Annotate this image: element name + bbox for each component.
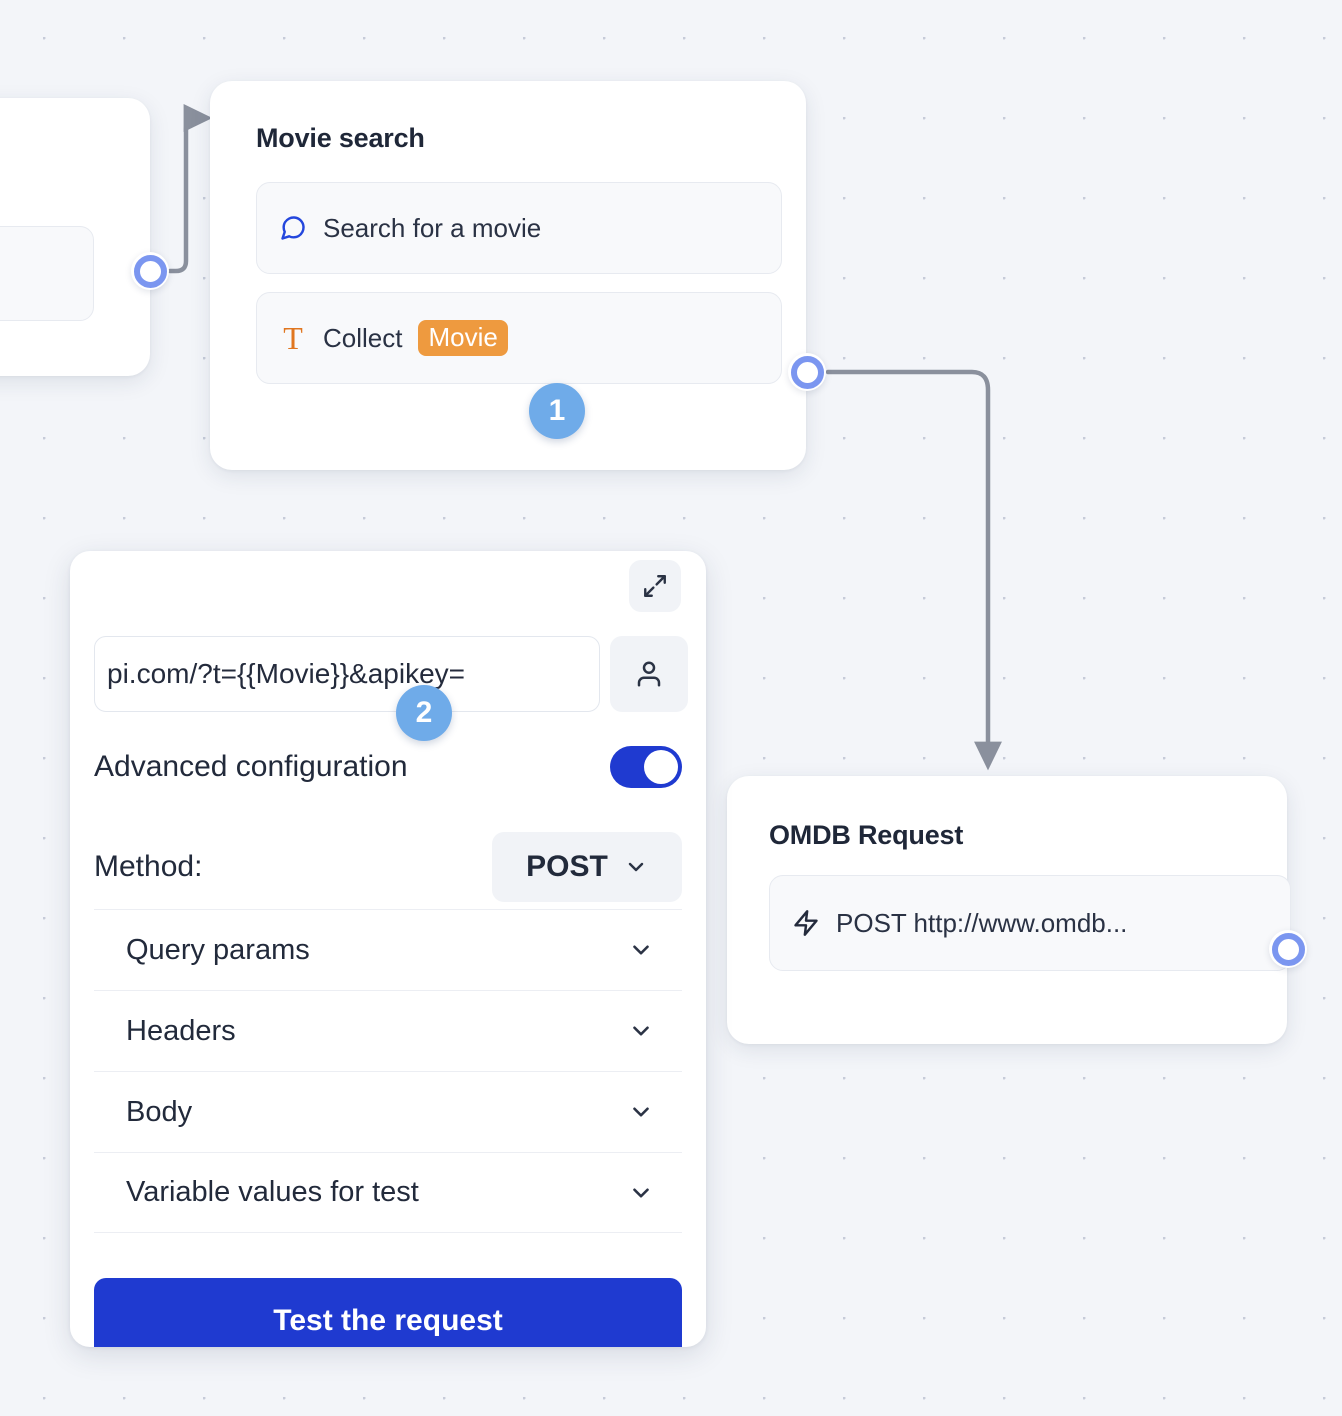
node-row-search-label: Search for a movie bbox=[323, 212, 542, 243]
advanced-configuration-toggle[interactable] bbox=[610, 746, 682, 788]
port-left-node-output[interactable] bbox=[131, 252, 169, 290]
step-badge-2: 2 bbox=[396, 685, 452, 741]
node-omdb-title: OMDB Request bbox=[769, 820, 964, 850]
method-row: Method: POST bbox=[94, 832, 682, 902]
accordion-item-body[interactable]: Body bbox=[94, 1071, 682, 1152]
method-select[interactable]: POST bbox=[492, 832, 682, 902]
node-movie-search-title: Movie search bbox=[256, 123, 425, 153]
node-row-search-for-a-movie[interactable]: Search for a movie bbox=[256, 182, 782, 274]
request-config-panel[interactable]: Advanced configuration Method: POST Quer… bbox=[70, 551, 706, 1347]
accordion-item-headers[interactable]: Headers bbox=[94, 990, 682, 1071]
method-selected-value: POST bbox=[526, 850, 608, 883]
chevron-down-icon[interactable] bbox=[628, 1099, 674, 1125]
port-movie-search-output[interactable] bbox=[788, 353, 826, 391]
message-bubble-icon bbox=[279, 214, 307, 242]
expand-panel-button[interactable] bbox=[629, 560, 681, 612]
advanced-configuration-row: Advanced configuration bbox=[94, 746, 682, 788]
accordion-item-query-params[interactable]: Query params bbox=[94, 909, 682, 990]
select-user-variable-button[interactable] bbox=[610, 636, 688, 712]
text-t-icon: T bbox=[283, 320, 303, 356]
node-row-collect-label: Collect bbox=[323, 322, 403, 353]
accordion-label-body: Body bbox=[126, 1095, 193, 1128]
accordion-label-variable-values-for-test: Variable values for test bbox=[126, 1176, 419, 1208]
test-the-request-button[interactable]: Test the request bbox=[94, 1278, 682, 1347]
accordion-label-query-params: Query params bbox=[126, 933, 310, 966]
node-row-omdb-label: POST http://www.omdb... bbox=[836, 907, 1128, 938]
chevron-down-icon bbox=[624, 855, 648, 879]
chevron-down-icon[interactable] bbox=[628, 937, 674, 963]
chevron-down-icon[interactable] bbox=[628, 1180, 674, 1206]
node-partial-left[interactable] bbox=[0, 98, 150, 376]
edge-movie-search-to-omdb bbox=[825, 369, 1002, 771]
accordion-item-variable-values-for-test[interactable]: Variable values for test bbox=[94, 1152, 682, 1233]
port-omdb-output[interactable] bbox=[1269, 930, 1307, 968]
edge-left-to-movie-search bbox=[167, 104, 213, 274]
node-row-collect-movie[interactable]: T Collect Movie bbox=[256, 292, 782, 384]
url-row bbox=[94, 636, 688, 712]
expand-diagonal-icon bbox=[642, 573, 668, 599]
method-label: Method: bbox=[94, 850, 203, 883]
chevron-down-icon[interactable] bbox=[628, 1018, 674, 1044]
node-partial-left-row[interactable] bbox=[0, 226, 94, 321]
node-movie-search[interactable]: Movie search Search for a movie T Collec… bbox=[210, 81, 806, 470]
accordion-label-headers: Headers bbox=[126, 1014, 236, 1047]
lightning-bolt-icon bbox=[792, 909, 820, 937]
advanced-configuration-label: Advanced configuration bbox=[94, 750, 408, 783]
person-icon bbox=[634, 659, 664, 689]
node-row-omdb-post[interactable]: POST http://www.omdb... bbox=[769, 875, 1291, 971]
request-sections-accordion: Query params Headers Body bbox=[94, 909, 682, 1233]
request-url-input[interactable] bbox=[94, 636, 600, 712]
node-omdb-request[interactable]: OMDB Request POST http://www.omdb... bbox=[727, 776, 1291, 1044]
step-badge-1: 1 bbox=[529, 383, 585, 439]
variable-chip-movie[interactable]: Movie bbox=[418, 319, 508, 357]
